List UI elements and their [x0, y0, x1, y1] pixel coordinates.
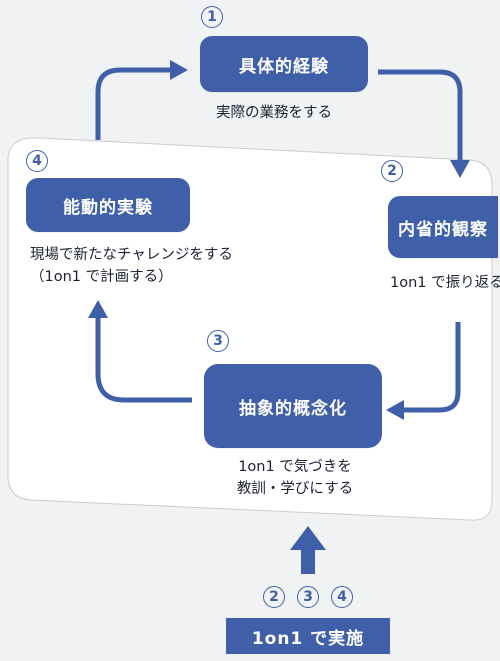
step-2-box: 内省的観察	[388, 196, 498, 258]
step-3-number: 3	[207, 330, 229, 352]
arrow-1-to-2-head	[450, 160, 470, 178]
step-3-caption: 1on1 で気づきを 教訓・学びにする	[220, 456, 370, 500]
step-1-caption: 実際の業務をする	[216, 102, 332, 124]
step-3-title: 抽象的概念化	[239, 398, 347, 419]
step-2-caption: 1on1 で振り返る	[390, 272, 500, 294]
step-1-box: 具体的経験	[200, 36, 368, 92]
arrow-2-to-3	[404, 322, 461, 413]
footer-label: 1on1 で実施	[251, 628, 365, 649]
arrow-3-to-4	[95, 318, 192, 403]
footer-number-4: 4	[331, 586, 353, 608]
arrow-1-to-2	[378, 69, 463, 160]
arrow-2-to-3-head	[386, 400, 404, 420]
step-4-box: 能動的実験	[26, 178, 190, 232]
step-2-number: 2	[381, 160, 403, 182]
step-4-caption-line-2: （1on1 で計画する）	[30, 269, 173, 285]
step-4-caption-line-1: 現場で新たなチャレンジをする	[30, 247, 233, 263]
step-1-number: 1	[201, 6, 223, 28]
step-4-number: 4	[26, 150, 48, 172]
step-3-caption-line-1: 1on1 で気づきを	[238, 459, 352, 475]
step-2-title: 内省的観察	[398, 219, 488, 240]
arrow-3-to-4-head	[88, 300, 108, 318]
step-3-caption-line-2: 教訓・学びにする	[236, 481, 354, 497]
arrow-4-to-1-head	[170, 60, 188, 80]
footer-number-3: 3	[297, 586, 319, 608]
step-3-box: 抽象的概念化	[204, 364, 382, 448]
footer-arrow-shaft	[301, 548, 315, 574]
footer-arrow-head	[290, 526, 326, 550]
arrow-4-to-1	[95, 67, 170, 140]
step-2-caption-line: 1on1 で振り返る	[390, 275, 500, 291]
step-4-caption: 現場で新たなチャレンジをする （1on1 で計画する）	[30, 244, 233, 288]
step-1-caption-line: 実際の業務をする	[216, 105, 332, 121]
step-1-title: 具体的経験	[239, 56, 329, 77]
step-4-title: 能動的実験	[63, 197, 153, 218]
footer-banner: 1on1 で実施	[226, 618, 390, 654]
footer-number-2: 2	[263, 586, 285, 608]
